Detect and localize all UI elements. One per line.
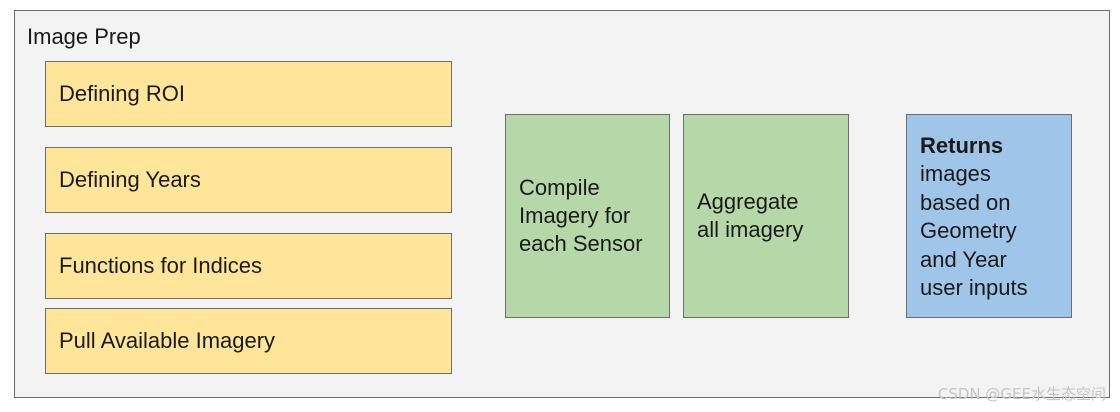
compile-imagery-box: Compile Imagery for each Sensor bbox=[505, 114, 670, 318]
aggregate-text: Aggregate all imagery bbox=[697, 188, 803, 244]
compile-line: Compile bbox=[519, 175, 600, 200]
compile-line: each Sensor bbox=[519, 231, 643, 256]
step-defining-roi: Defining ROI bbox=[45, 61, 452, 127]
returns-line: user inputs bbox=[920, 275, 1028, 301]
aggregate-line: Aggregate bbox=[697, 189, 799, 214]
watermark-text: CSDN @GEE水生态空间 bbox=[937, 385, 1106, 403]
returns-heading: Returns bbox=[920, 133, 1004, 158]
returns-line: images bbox=[920, 161, 991, 187]
returns-line: based on bbox=[920, 189, 1011, 215]
aggregate-line: all imagery bbox=[697, 217, 804, 242]
group-title: Image Prep bbox=[27, 24, 141, 49]
aggregate-imagery-box: Aggregate all imagery bbox=[683, 114, 849, 318]
returns-line: and Year bbox=[920, 246, 1007, 272]
compile-line: Imagery for bbox=[519, 203, 631, 228]
compile-text: Compile Imagery for each Sensor bbox=[519, 174, 643, 258]
step-label: Pull Available Imagery bbox=[59, 328, 276, 353]
step-label: Functions for Indices bbox=[59, 253, 262, 278]
step-pull-available-imagery: Pull Available Imagery bbox=[45, 308, 452, 374]
step-label: Defining ROI bbox=[59, 81, 185, 106]
step-defining-years: Defining Years bbox=[45, 147, 452, 213]
returns-box: Returns images based on Geometry and Yea… bbox=[906, 114, 1072, 318]
step-label: Defining Years bbox=[59, 167, 201, 192]
returns-line: Geometry bbox=[920, 218, 1017, 244]
step-functions-for-indices: Functions for Indices bbox=[45, 233, 452, 299]
returns-text: Returns images based on Geometry and Yea… bbox=[920, 132, 1071, 302]
